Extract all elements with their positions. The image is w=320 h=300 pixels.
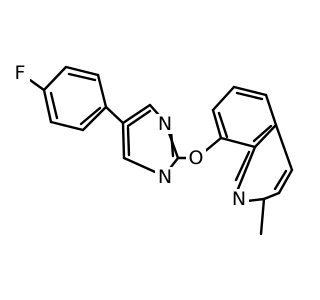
pyrimidine-n-upper-label: N bbox=[158, 113, 172, 135]
fluorine-label: F bbox=[15, 62, 26, 84]
bond-quinoline-1-inner bbox=[217, 111, 229, 139]
bond-pyrimidine-6 bbox=[121, 121, 126, 160]
bond-biaryl bbox=[104, 105, 125, 125]
bonds bbox=[28, 65, 294, 236]
bond-quinoline-3 bbox=[232, 85, 268, 97]
bond-phenyl-2 bbox=[64, 65, 100, 77]
bond-quinoline-11 bbox=[245, 197, 266, 203]
bond-quinoline-6 bbox=[219, 136, 257, 149]
quinoline-n-mask bbox=[229, 189, 249, 209]
bond-phenyl-6-inner bbox=[49, 91, 59, 120]
pyrimidine-n-lower-label: N bbox=[158, 166, 172, 188]
oxygen-mask bbox=[186, 148, 206, 168]
bond-quinoline-5-inner bbox=[252, 124, 273, 143]
bond-methyl bbox=[259, 197, 266, 236]
bond-f-c bbox=[28, 78, 46, 92]
fluorine-mask bbox=[12, 63, 30, 83]
bond-phenyl-6 bbox=[42, 88, 53, 124]
bond-quinoline-10 bbox=[236, 145, 257, 191]
bond-quinoline-9 bbox=[262, 191, 281, 201]
bond-quinoline-1 bbox=[211, 108, 223, 140]
bond-pyrimidine-1 bbox=[121, 103, 152, 125]
bond-quinoline-3-inner bbox=[235, 91, 264, 101]
atom-labels: F N N O N bbox=[12, 62, 249, 210]
bond-pyrimidine-6-inner bbox=[126, 126, 131, 157]
chemical-structure: F N N O N bbox=[12, 62, 294, 236]
oxygen-label: O bbox=[189, 147, 204, 169]
bond-quinoline-7 bbox=[274, 123, 294, 172]
pyrimidine-n-lower-mask bbox=[155, 167, 175, 187]
bond-phenyl-5 bbox=[49, 120, 85, 132]
bond-phenyl-3 bbox=[96, 73, 108, 109]
bond-quinoline-4 bbox=[264, 93, 278, 127]
bond-pyrimidine-3-inner bbox=[169, 128, 175, 158]
bond-pyrimidine-1-inner bbox=[126, 109, 152, 128]
bond-phenyl-1 bbox=[42, 65, 68, 92]
quinoline-n-label: N bbox=[232, 188, 246, 210]
bond-quinoline-10-inner bbox=[234, 150, 251, 182]
bond-quinoline-8 bbox=[277, 168, 294, 195]
bond-quinoline-8-inner bbox=[273, 169, 288, 191]
bond-phenyl-4-inner bbox=[79, 106, 102, 126]
bond-phenyl-4 bbox=[81, 105, 108, 132]
bond-phenyl-2-inner bbox=[67, 72, 97, 82]
bond-quinoline-5 bbox=[253, 123, 278, 149]
bond-quinoline-2 bbox=[211, 85, 236, 112]
pyrimidine-n-upper-mask bbox=[155, 114, 175, 134]
